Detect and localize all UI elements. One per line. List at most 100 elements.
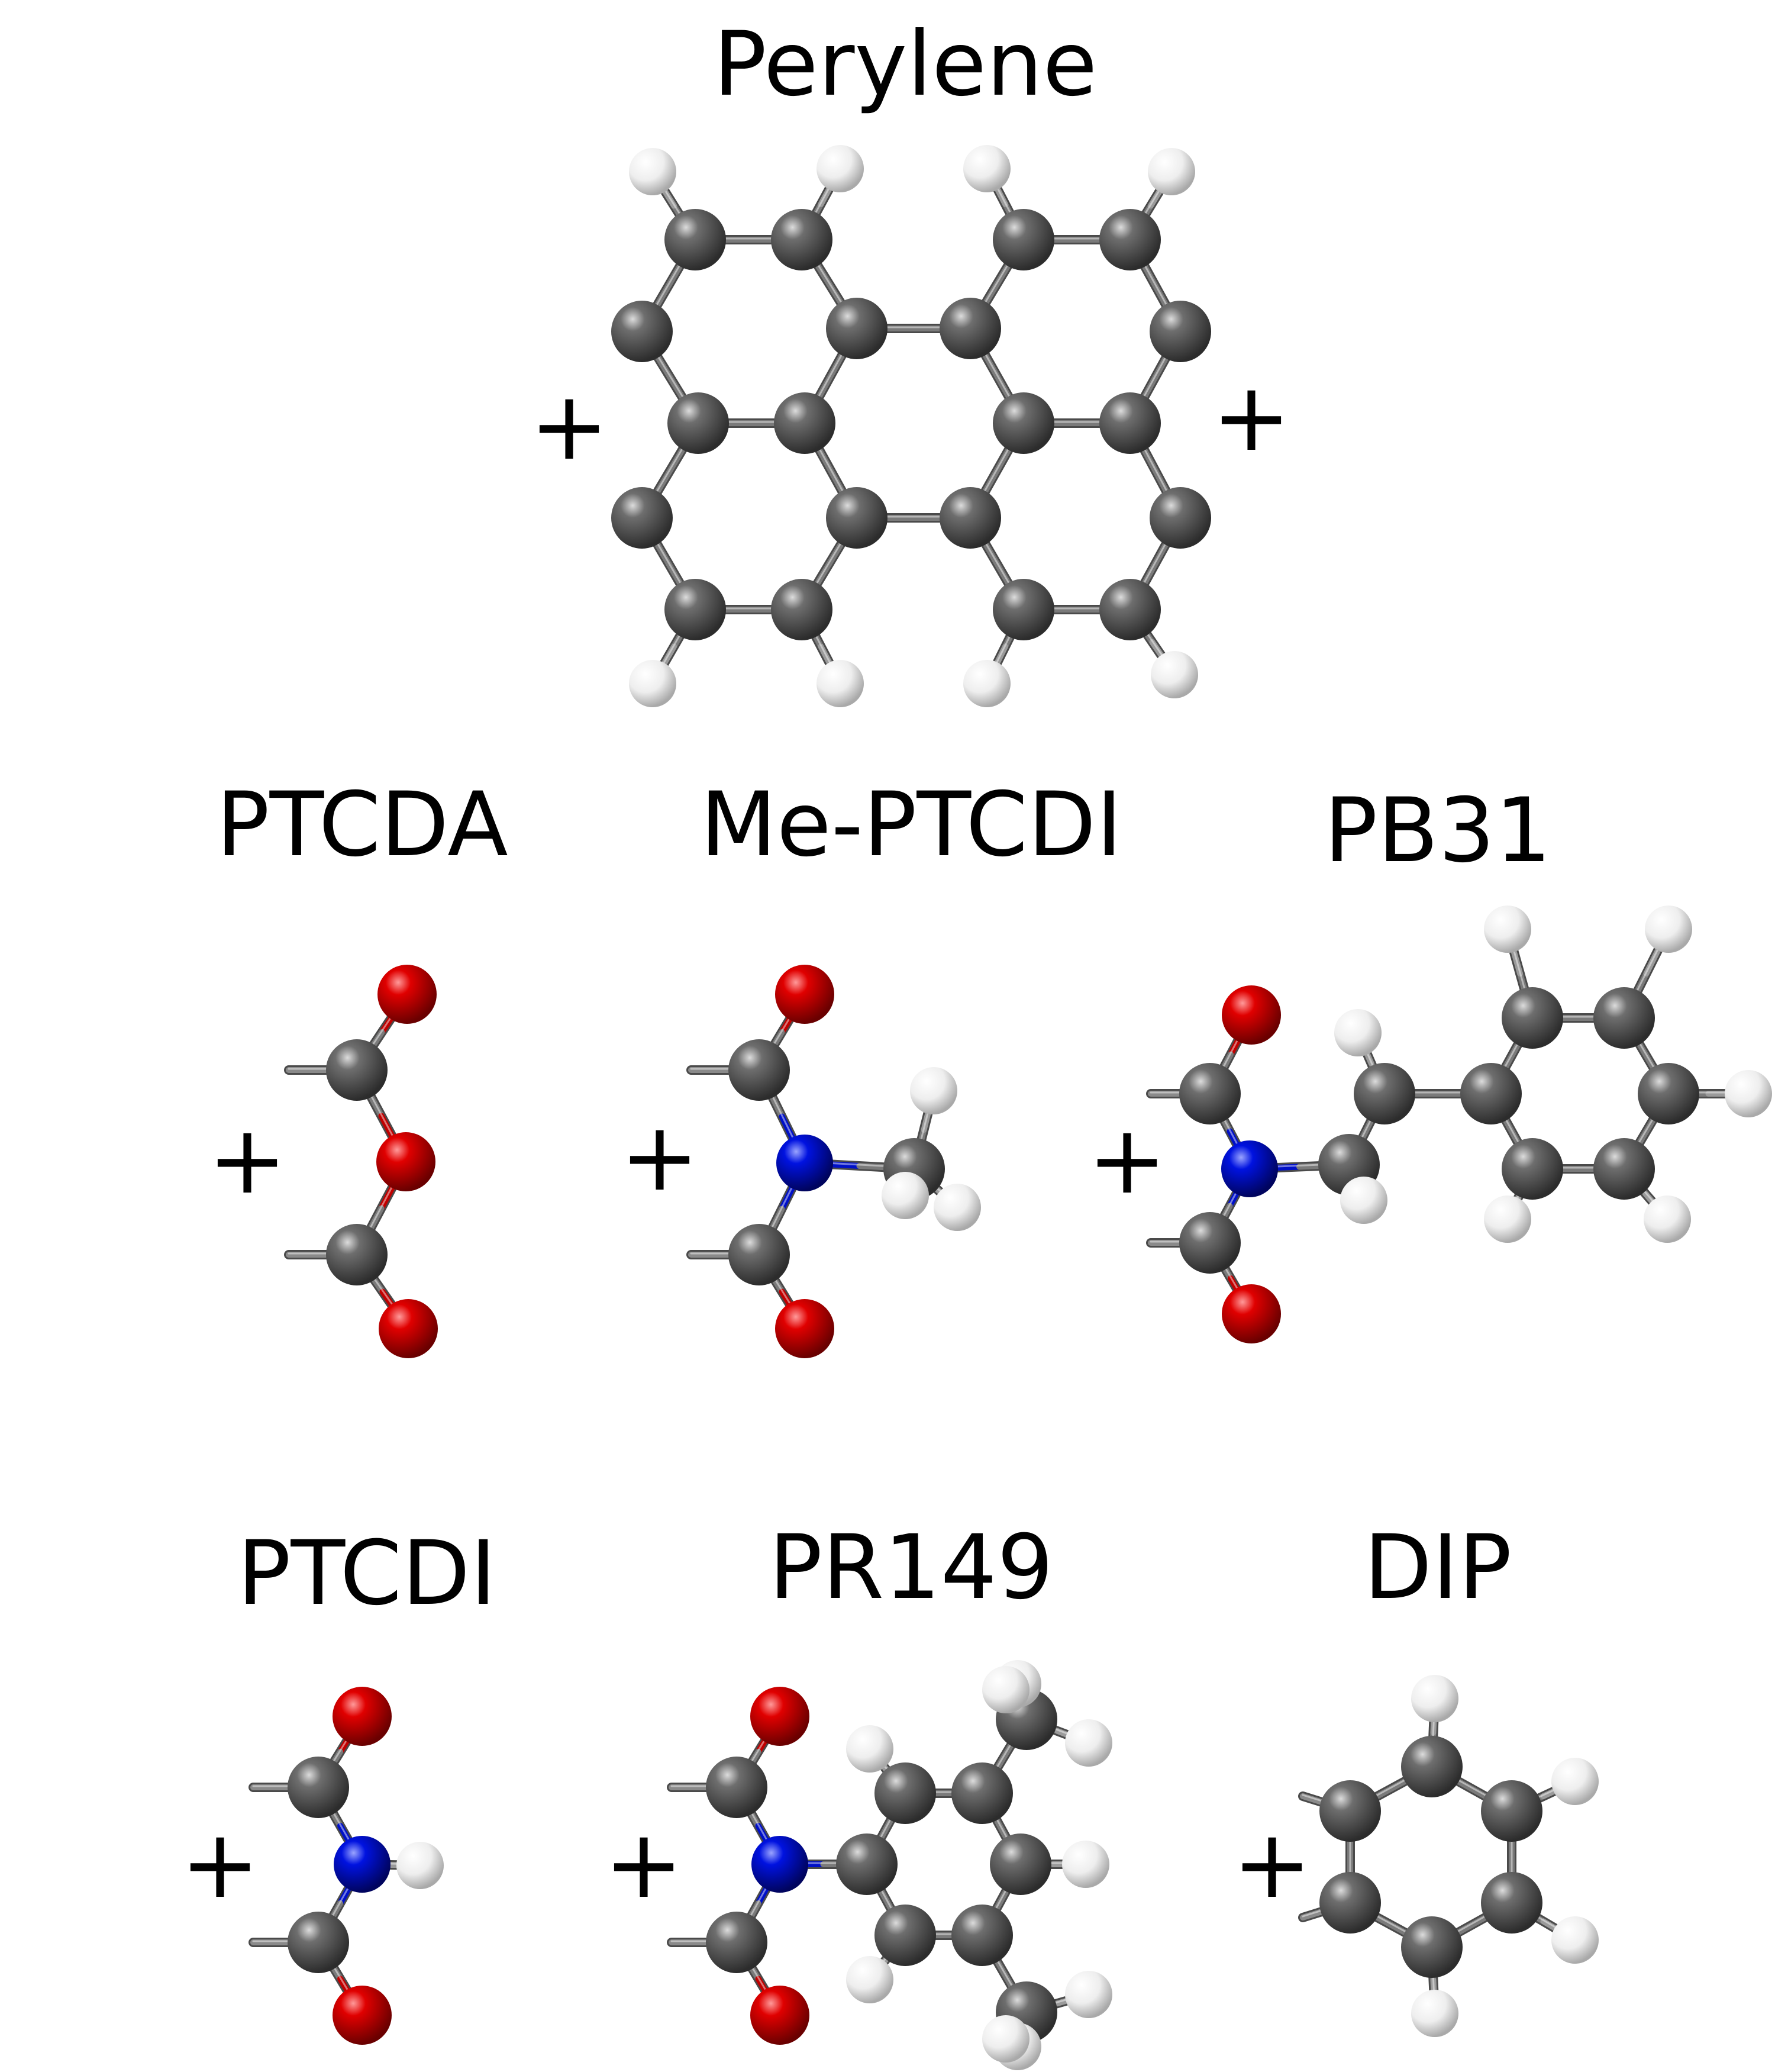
carbon-atom	[951, 1762, 1013, 1824]
hydrogen-atom	[396, 1842, 444, 1889]
hydrogen-atom	[1148, 148, 1195, 195]
nitrogen-atom	[1221, 1140, 1278, 1197]
carbon-atom	[664, 209, 726, 270]
oxygen-atom	[377, 965, 437, 1024]
plus-perylene-left: +	[530, 370, 609, 481]
oxygen-atom	[376, 1132, 435, 1191]
hydrogen-atom	[1551, 1758, 1599, 1805]
hydrogen-atom	[963, 660, 1011, 707]
carbon-atom	[993, 209, 1054, 270]
hydrogen-atom	[629, 660, 676, 707]
plus-ptcdi: +	[180, 1809, 260, 1919]
title-pr149: PR149	[769, 1516, 1054, 1619]
carbon-atom	[1593, 1138, 1655, 1200]
carbon-atom	[1099, 579, 1161, 640]
plus-pr149: +	[604, 1809, 683, 1919]
carbon-atom	[1460, 1063, 1522, 1124]
hydrogen-atom	[629, 148, 676, 195]
carbon-atom	[1481, 1872, 1542, 1934]
hydrogen-atom	[816, 660, 864, 707]
carbon-atom	[993, 579, 1054, 640]
pb31-fragment	[1146, 906, 1772, 1343]
carbon-atom	[826, 298, 888, 359]
dip-fragment	[1298, 1675, 1599, 2037]
hydrogen-atom	[1484, 906, 1531, 953]
carbon-atom	[836, 1833, 898, 1895]
perylene-molecule	[611, 145, 1211, 707]
oxygen-atom	[750, 1687, 809, 1746]
carbon-atom	[993, 392, 1054, 454]
hydrogen-atom	[963, 145, 1011, 192]
carbon-atom	[1099, 209, 1161, 270]
hydrogen-atom	[1065, 1971, 1112, 2018]
carbon-atom	[874, 1762, 936, 1824]
plus-dip: +	[1232, 1809, 1312, 1919]
carbon-atom	[1502, 1138, 1563, 1200]
hydrogen-atom	[882, 1172, 929, 1219]
hydrogen-atom	[1334, 1009, 1382, 1056]
oxygen-atom	[379, 1299, 438, 1358]
hydrogen-atom	[1065, 1719, 1112, 1767]
hydrogen-atom	[934, 1184, 981, 1231]
title-ptcda: PTCDA	[216, 774, 508, 877]
title-me-ptcdi: Me-PTCDI	[700, 774, 1122, 877]
oxygen-atom	[333, 1687, 392, 1746]
carbon-atom	[774, 392, 835, 454]
ptcda-fragment	[284, 965, 438, 1358]
carbon-atom	[667, 392, 729, 454]
nitrogen-atom	[751, 1836, 808, 1893]
hydrogen-atom	[1062, 1841, 1109, 1888]
plus-me-ptcdi: +	[620, 1101, 699, 1212]
oxygen-atom	[775, 1299, 834, 1358]
carbon-atom	[1401, 1736, 1463, 1797]
hydrogen-atom	[846, 1725, 893, 1773]
carbon-atom	[706, 1757, 767, 1818]
carbon-atom	[951, 1905, 1013, 1966]
hydrogen-atom	[1340, 1177, 1387, 1224]
carbon-atom	[728, 1039, 790, 1101]
carbon-atom	[1099, 392, 1161, 454]
carbon-atom	[326, 1224, 388, 1285]
title-ptcdi: PTCDI	[237, 1522, 496, 1625]
hydrogen-atom	[1551, 1916, 1599, 1964]
oxygen-atom	[333, 1986, 392, 2045]
hydrogen-atom	[1411, 1990, 1458, 2037]
carbon-atom	[1150, 487, 1211, 549]
hydrogen-atom	[816, 145, 864, 192]
plus-perylene-right: +	[1212, 362, 1291, 472]
oxygen-atom	[1222, 1284, 1281, 1343]
carbon-atom	[1502, 987, 1563, 1049]
oxygen-atom	[1222, 985, 1281, 1045]
plus-pb31: +	[1087, 1104, 1167, 1215]
plus-ptcda: +	[208, 1104, 287, 1215]
carbon-atom	[771, 209, 832, 270]
hydrogen-atom	[1725, 1070, 1772, 1117]
hydrogen-atom	[1644, 1195, 1691, 1243]
carbon-atom	[771, 579, 832, 640]
hydrogen-atom	[1411, 1675, 1458, 1722]
hydrogen-atom	[982, 1666, 1030, 1713]
carbon-atom	[1593, 987, 1655, 1049]
hydrogen-atom	[1484, 1195, 1531, 1243]
carbon-atom	[664, 579, 726, 640]
hydrogen-atom	[1151, 651, 1198, 698]
carbon-atom	[1179, 1063, 1241, 1124]
carbon-atom	[1354, 1063, 1415, 1124]
carbon-atom	[1401, 1916, 1463, 1978]
carbon-atom	[1481, 1780, 1542, 1842]
carbon-atom	[940, 487, 1001, 549]
carbon-atom	[1638, 1063, 1699, 1124]
carbon-atom	[1319, 1780, 1381, 1842]
title-perylene: Perylene	[713, 13, 1097, 116]
carbon-atom	[611, 301, 673, 362]
oxygen-atom	[750, 1986, 809, 2045]
carbon-atom	[611, 487, 673, 549]
title-pb31: PB31	[1324, 779, 1551, 882]
ptcdi-fragment	[248, 1687, 444, 2045]
nitrogen-atom	[776, 1135, 833, 1191]
pr149-fragment	[667, 1660, 1112, 2070]
hydrogen-atom	[1645, 906, 1692, 953]
carbon-atom	[1319, 1872, 1381, 1934]
hydrogen-atom	[982, 2015, 1030, 2063]
